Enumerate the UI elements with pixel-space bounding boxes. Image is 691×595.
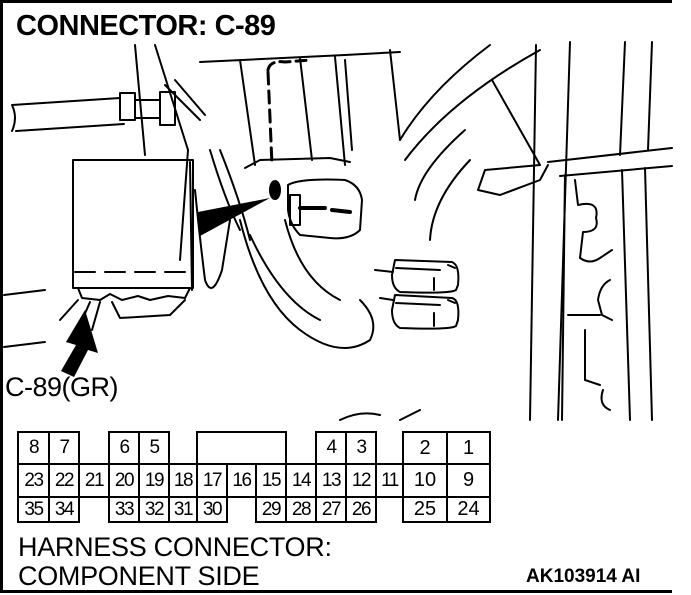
- pin-cell: 16: [226, 463, 257, 498]
- pin-cell: 18: [168, 463, 198, 498]
- pin-cell: 25: [402, 496, 448, 523]
- door-pillar: [529, 41, 673, 421]
- control-module: [59, 159, 194, 331]
- connector-callout-label: C-89(GR): [5, 372, 119, 402]
- pin-cell: 7: [48, 431, 80, 465]
- pin-cell: 21: [78, 463, 110, 498]
- pin-cell: 24: [446, 496, 491, 523]
- target-connector: [269, 178, 363, 240]
- relay-block: [199, 49, 401, 169]
- pin-cell: 13: [315, 463, 347, 498]
- pin-cell: 33: [108, 496, 140, 523]
- pin-cell: 28: [285, 496, 317, 523]
- pin-cell: 3: [345, 431, 377, 465]
- document-id: AK103914 AI: [526, 566, 641, 587]
- pin-cell: 20: [108, 463, 140, 498]
- pin-cell: 1: [446, 431, 491, 465]
- pin-cell: 23: [17, 463, 50, 498]
- wiring-harness: [194, 149, 375, 349]
- background-line: [339, 409, 421, 421]
- pin-cell: 8: [17, 431, 50, 465]
- pin-cell: 22: [48, 463, 80, 498]
- pin-cell: 27: [315, 496, 347, 523]
- caption-line-2: COMPONENT SIDE: [18, 561, 260, 591]
- pin-cell: 19: [138, 463, 170, 498]
- pin-cell: 9: [446, 463, 491, 498]
- pin-cell: 12: [345, 463, 377, 498]
- relay-units: [374, 259, 460, 330]
- pin-cell: 31: [168, 496, 198, 523]
- pin-cell: 2: [402, 431, 448, 465]
- pointer-wedge-icon: [198, 198, 270, 236]
- pin-cell: 4: [315, 431, 347, 465]
- pin-cell: 30: [196, 496, 228, 523]
- pin-cell: 34: [48, 496, 80, 523]
- pin-cell: 29: [255, 496, 287, 523]
- background-line: [3, 289, 46, 348]
- pin-cell: 15: [255, 463, 287, 498]
- pin-cell: 11: [375, 463, 404, 498]
- pin-cell: 14: [285, 463, 317, 498]
- page-title: CONNECTOR: C-89: [16, 10, 276, 42]
- rod-bracket: [11, 44, 206, 261]
- upper-harness: [399, 44, 549, 241]
- pin-cell: 32: [138, 496, 170, 523]
- arrow-up-right-icon: [61, 310, 98, 377]
- pin-cell: 26: [345, 496, 377, 523]
- pin-cell: 10: [402, 463, 448, 498]
- pin-cell: 35: [17, 496, 50, 523]
- caption-line-1: HARNESS CONNECTOR:: [18, 532, 332, 562]
- blank-cell: [196, 431, 287, 465]
- pin-cell: 5: [138, 431, 170, 465]
- pin-cell: 17: [196, 463, 228, 498]
- pin-cell: 6: [108, 431, 140, 465]
- diagram-frame: [0, 0, 672, 593]
